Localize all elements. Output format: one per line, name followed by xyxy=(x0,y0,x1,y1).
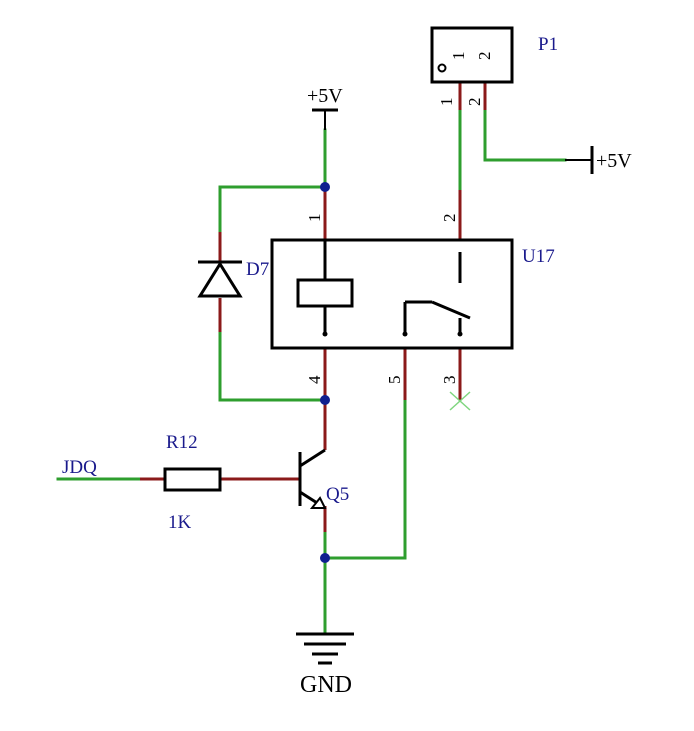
transistor-q5: Q5 xyxy=(298,448,349,510)
r12-value: 1K xyxy=(168,512,192,533)
relay-coil-icon xyxy=(296,278,354,308)
no-connect-icon xyxy=(449,391,471,411)
connector-body xyxy=(430,26,514,84)
pin1-marker-icon xyxy=(437,63,447,73)
resistor-r12: R12 1K xyxy=(163,432,222,533)
u17-pin5-number: 5 xyxy=(385,376,404,385)
emitter-arrow-icon xyxy=(309,496,327,509)
diode-triangle-icon xyxy=(197,261,243,298)
junctions xyxy=(320,182,330,563)
power-symbol-5v-right: +5V xyxy=(565,146,632,174)
junction-dot-top xyxy=(320,182,330,192)
p1-outer-pin1: 1 xyxy=(437,98,456,107)
ground-symbol: GND xyxy=(296,632,354,698)
diode-d7: D7 xyxy=(197,259,269,298)
pins xyxy=(140,82,487,532)
wires xyxy=(56,108,567,634)
d7-designator: D7 xyxy=(246,259,269,280)
junction-dot-middle xyxy=(320,395,330,405)
transistor-collector-icon xyxy=(299,448,326,468)
p1-inner-pin1: 1 xyxy=(449,52,468,61)
resistor-body-icon xyxy=(163,467,222,492)
u17-pin1-number: 1 xyxy=(305,214,324,223)
u17-designator: U17 xyxy=(522,246,555,267)
p1-inner-pin2: 2 xyxy=(475,52,494,61)
junction-dot-bottom xyxy=(320,553,330,563)
net-label-jdq: JDQ xyxy=(62,457,97,478)
ground-label: GND xyxy=(300,672,352,698)
u17-pin2-number: 2 xyxy=(440,214,459,223)
relay-switch-icon xyxy=(431,300,471,320)
power-label-5v-right: +5V xyxy=(596,150,632,172)
r12-designator: R12 xyxy=(166,432,198,453)
q5-designator: Q5 xyxy=(326,484,349,505)
relay-body xyxy=(270,238,514,350)
power-symbol-5v-left: +5V xyxy=(307,85,343,130)
u17-pin4-number: 4 xyxy=(305,375,324,384)
p1-designator: P1 xyxy=(538,34,558,55)
u17-pin3-number: 3 xyxy=(440,376,459,385)
relay-u17: 1 2 4 5 3 U17 xyxy=(270,214,555,385)
power-label-5v-left: +5V xyxy=(307,85,343,107)
connector-p1: 1 2 1 2 P1 xyxy=(430,26,558,107)
p1-outer-pin2: 2 xyxy=(465,98,484,107)
